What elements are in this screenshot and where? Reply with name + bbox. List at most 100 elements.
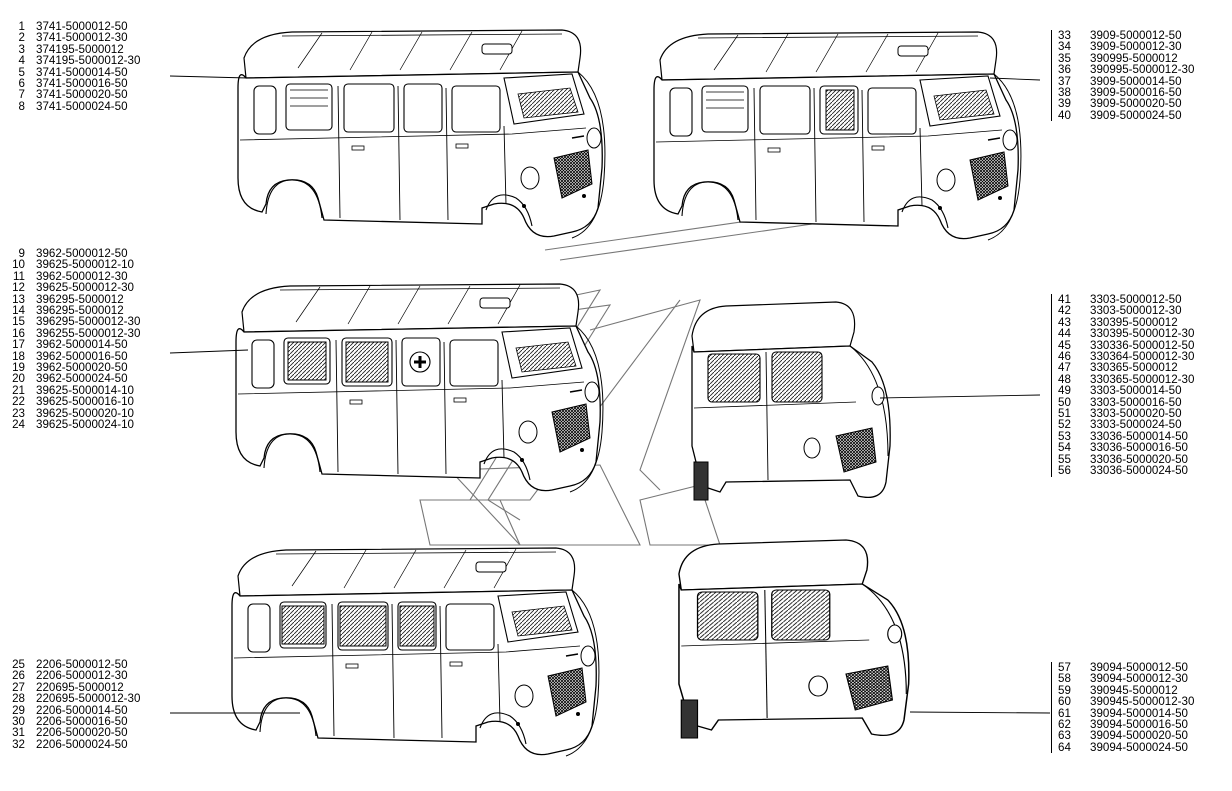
part-code: 39094-5000020-50: [1090, 729, 1188, 743]
part-code: 3962-5000012-50: [36, 247, 128, 260]
list-item: 13 396295-5000012: [5, 292, 140, 306]
item-number: 55: [1058, 452, 1071, 466]
part-code: 3303-5000012-50: [1090, 293, 1182, 306]
item-number: 38: [1058, 86, 1071, 100]
item-number: 1: [18, 20, 25, 33]
list-item: 54 33036-5000016-50: [1058, 441, 1194, 455]
cab-3303-illustration: [691, 301, 891, 501]
part-code: 396295-5000012: [36, 292, 124, 306]
part-code: 3303-5000016-50: [1090, 395, 1182, 409]
part-code: 3741-5000012-30: [36, 31, 128, 45]
item-number: 44: [1058, 327, 1071, 341]
part-code: 220695-5000012-30: [36, 692, 141, 706]
part-code: 33036-5000016-50: [1090, 441, 1188, 455]
van-39094-illustration: [678, 539, 910, 739]
item-number: 3: [18, 42, 25, 56]
list-item: 20 3962-5000024-50: [5, 372, 140, 386]
item-number: 58: [1058, 672, 1071, 686]
list-item: 9 3962-5000012-50: [5, 247, 140, 260]
list-item: 1 3741-5000012-50: [5, 20, 140, 33]
item-number: 43: [1058, 315, 1071, 329]
list-item: 37 3909-5000014-50: [1058, 74, 1194, 88]
van-2206-illustration: [231, 547, 600, 757]
van-3741-illustration: [237, 29, 606, 239]
part-code: 3909-5000014-50: [1090, 74, 1182, 88]
part-code: 3909-5000012-50: [1090, 29, 1182, 42]
part-code: 3962-5000014-50: [36, 338, 128, 352]
part-code: 39625-5000020-10: [36, 406, 134, 420]
part-code: 39625-5000024-10: [36, 418, 134, 432]
part-code: 3962-5000012-30: [36, 269, 128, 283]
item-number: 30: [12, 715, 25, 729]
item-number: 34: [1058, 40, 1071, 54]
item-number: 37: [1058, 74, 1071, 88]
part-code: 33036-5000014-50: [1090, 429, 1188, 443]
part-code: 330365-5000012: [1090, 361, 1178, 375]
item-number: 51: [1058, 407, 1071, 421]
part-code: 2206-5000012-30: [36, 669, 128, 683]
list-item: 34 3909-5000012-30: [1058, 40, 1194, 54]
part-code: 2206-5000024-50: [36, 737, 128, 751]
part-code: 3962-5000024-50: [36, 372, 128, 386]
part-code: 3962-5000020-50: [36, 361, 128, 375]
item-number: 23: [12, 406, 25, 420]
part-code: 3303-5000012-30: [1090, 304, 1182, 318]
part-code: 3741-5000012-50: [36, 20, 128, 33]
item-number: 29: [12, 703, 25, 717]
item-number: 9: [18, 247, 25, 260]
list-item: 23 39625-5000020-10: [5, 406, 140, 420]
item-number: 2: [18, 31, 25, 45]
part-code: 39625-5000012-30: [36, 281, 134, 295]
part-code: 39625-5000014-10: [36, 383, 134, 397]
item-number: 35: [1058, 51, 1071, 65]
part-code: 3909-5000012-30: [1090, 40, 1182, 54]
item-number: 54: [1058, 441, 1071, 455]
item-number: 18: [12, 349, 25, 363]
item-number: 33: [1058, 29, 1071, 42]
item-number: 20: [12, 372, 25, 386]
item-number: 15: [12, 315, 25, 329]
part-code: 390945-5000012: [1090, 683, 1178, 697]
list-item: 26 2206-5000012-30: [5, 669, 140, 683]
item-number: 56: [1058, 464, 1071, 478]
leader-lines: [169, 75, 1051, 714]
part-code: 33036-5000020-50: [1090, 452, 1188, 466]
item-number: 26: [12, 669, 25, 683]
item-number: 13: [12, 292, 25, 306]
part-code: 39625-5000012-10: [36, 258, 134, 272]
item-number: 5: [18, 65, 25, 79]
item-number: 50: [1058, 395, 1071, 409]
item-number: 49: [1058, 384, 1071, 398]
part-code: 2206-5000014-50: [36, 703, 128, 717]
